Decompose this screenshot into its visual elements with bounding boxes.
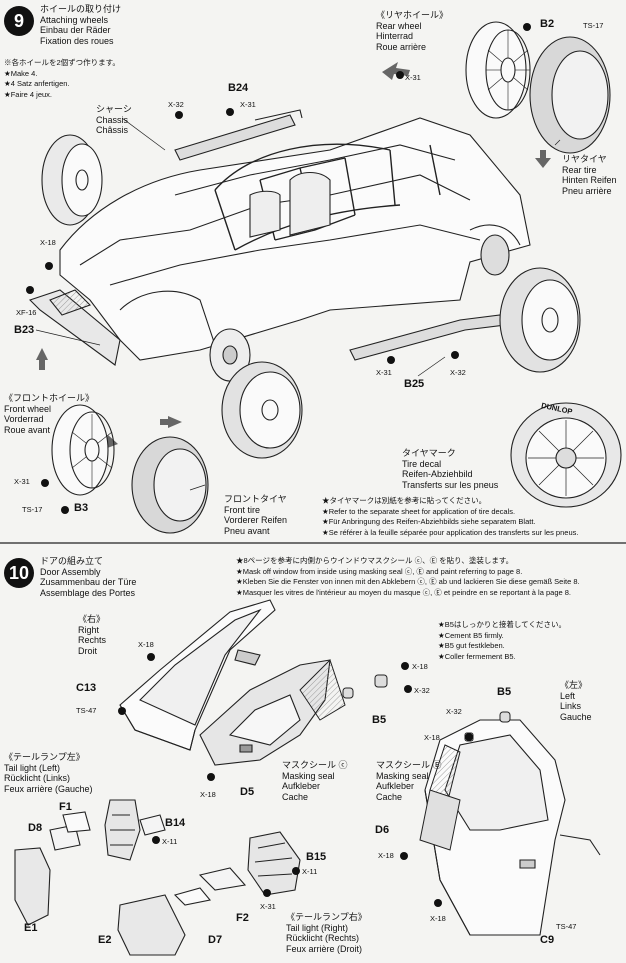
part-b15: B15 [306, 851, 327, 863]
front-left-wheel-drawing [41, 134, 103, 226]
tail-light-right-drawing [117, 831, 301, 956]
tail-light-right-label: 《テールランプ右》Tail light (Right)Rücklicht (Re… [286, 912, 367, 954]
front-wheel-exploded-drawing [51, 404, 115, 496]
right-door-trim-drawing [199, 659, 331, 766]
part-c9: C9 [540, 934, 555, 946]
step-9-number: 9 [4, 6, 34, 36]
part-e2: E2 [98, 934, 112, 946]
part-d8: D8 [28, 822, 43, 834]
part-d5: D5 [240, 786, 255, 798]
part-x31-exhaust: X-31 [240, 100, 256, 109]
screw-markers-step10 [118, 653, 473, 907]
chassis-drawing [28, 109, 531, 366]
part-x11-b14: X-11 [162, 837, 178, 846]
rear-wheel-drawing [465, 21, 531, 119]
part-b2: B2 [540, 18, 555, 30]
part-f1: F1 [59, 801, 72, 813]
masking-seal-c-drawing [299, 659, 346, 721]
right-door-drawing [119, 599, 276, 751]
part-x18-d6: X-18 [378, 851, 394, 860]
part-b3: B3 [74, 502, 89, 514]
tire-decal-drawing [510, 402, 622, 508]
rear-right-wheel-drawing [480, 234, 581, 373]
part-f2: F2 [236, 912, 249, 924]
step-10-note: ★8ページを参考に内側からウインドウマスクシール ⓒ、Ⓔ を貼り、塗装します。★… [236, 556, 580, 597]
part-ts17-rear: TS-17 [583, 21, 604, 30]
part-ts17-front: TS-17 [22, 505, 43, 514]
part-e1: E1 [24, 922, 38, 934]
part-x32-front: X-32 [168, 100, 184, 109]
part-b23: B23 [14, 324, 35, 336]
part-x18-chassis: X-18 [40, 238, 56, 247]
leader-lines [35, 117, 561, 491]
step-9-note: ※各ホイールを2個ずつ作ります。★Make 4.★4 Satz anfertig… [4, 58, 120, 99]
part-b24: B24 [228, 82, 249, 94]
part-b14: B14 [165, 817, 186, 829]
part-x31-b25: X-31 [376, 368, 392, 377]
part-x31-rear: X-31 [405, 73, 421, 82]
part-xf16: XF-16 [16, 308, 37, 317]
masking-seal-e-drawing [419, 744, 461, 851]
part-b5-right: B5 [372, 714, 387, 726]
front-right-wheel-drawing [209, 328, 303, 459]
screw-markers [26, 23, 531, 514]
b5-note: ★B5はしっかりと接着してください。★Cement B5 firmly.★B5 … [438, 620, 566, 661]
part-x18-left-b5: X-18 [424, 733, 440, 742]
part-b5-left: B5 [497, 686, 512, 698]
left-door-drawing [424, 719, 601, 936]
part-x31-front: X-31 [14, 477, 30, 486]
part-x11-b15: X-11 [302, 867, 318, 876]
part-x32-right-b5: X-32 [414, 686, 430, 695]
step-10-number: 10 [4, 558, 34, 588]
part-x18-right-b5: X-18 [412, 662, 428, 671]
part-ts47-right: TS-47 [76, 706, 97, 715]
decal-note: ★タイヤマークは別紙を参考に貼ってください。★Refer to the sepa… [322, 496, 579, 537]
part-d6: D6 [375, 824, 390, 836]
rear-tire-drawing [529, 36, 611, 154]
tail-light-left-label: 《テールランプ左》Tail light (Left)Rücklicht (Lin… [4, 752, 93, 794]
front-tire-drawing [131, 436, 209, 534]
part-x18-d5: X-18 [200, 790, 216, 799]
part-c13: C13 [76, 682, 97, 694]
part-b25: B25 [404, 378, 425, 390]
part-ts47-left: TS-47 [556, 922, 577, 931]
part-x18-c13: X-18 [138, 640, 154, 649]
part-x31-taillight: X-31 [260, 902, 276, 911]
part-x32-left-b5: X-32 [446, 707, 462, 716]
b5-part-drawing [342, 674, 511, 742]
tail-light-left-drawing [14, 799, 166, 926]
part-x32-b25: X-32 [450, 368, 466, 377]
part-x18-c9: X-18 [430, 914, 446, 923]
part-d7: D7 [208, 934, 223, 946]
